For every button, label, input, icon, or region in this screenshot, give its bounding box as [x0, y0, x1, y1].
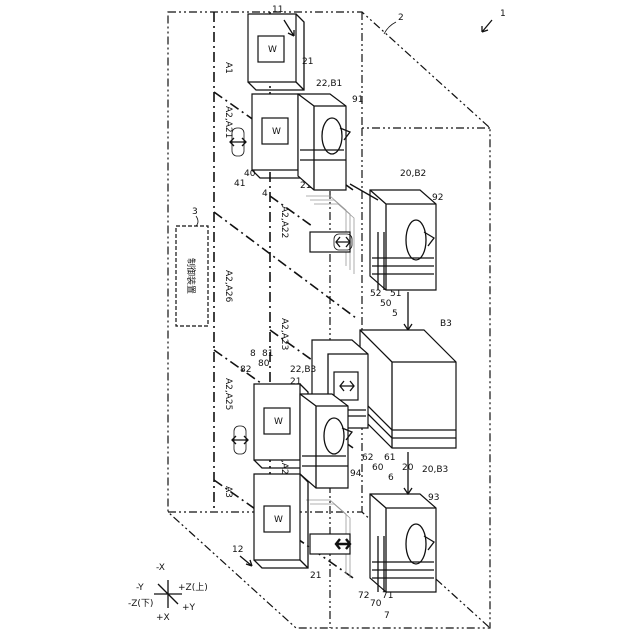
- axis-z-up: +Z(上): [178, 582, 208, 593]
- ref-94: 94: [350, 469, 362, 479]
- figure-number: 1: [500, 9, 506, 19]
- port12-wafer-label: W: [274, 515, 283, 525]
- ref-21-d: 21: [310, 571, 321, 581]
- block-b3-lower-label: 20,B3: [422, 465, 448, 475]
- area-a23-label: A2,A23: [279, 318, 289, 350]
- ref-50: 50: [380, 299, 392, 309]
- ref-81: 81: [262, 349, 273, 359]
- ref-7: 7: [384, 611, 390, 621]
- a21-wafer-label: W: [272, 127, 281, 137]
- ref-91: 91: [352, 95, 363, 105]
- unload-port-12: W 12 21: [232, 474, 321, 581]
- ref-71: 71: [382, 591, 393, 601]
- ref-93: 93: [428, 493, 439, 503]
- controller-box: 制御装置 3: [176, 207, 208, 326]
- ref-60: 60: [372, 463, 384, 473]
- transfer-plate-a25: W: [232, 384, 308, 468]
- ref-21-a: 21: [302, 57, 313, 67]
- controller-leader: [196, 216, 198, 226]
- axis-x-minus: -X: [156, 563, 165, 573]
- ref-4: 4: [262, 189, 268, 199]
- ref-51: 51: [390, 289, 401, 299]
- port11-wafer-label: W: [268, 45, 277, 55]
- block-b1-label: 22,B1: [316, 79, 342, 89]
- block-b2: 20,B2 92: [350, 169, 443, 290]
- a25-wafer-label: W: [274, 417, 283, 427]
- axis-z-down: -Z(下): [128, 599, 153, 609]
- controller-label: 制御装置: [185, 258, 197, 294]
- ref-61: 61: [384, 453, 395, 463]
- system-leader: [384, 22, 396, 34]
- ref-72: 72: [358, 591, 369, 601]
- ref-92: 92: [432, 193, 443, 203]
- transfer-plate-a21: W: [230, 94, 306, 178]
- area-a25-label: A2,A25: [223, 378, 233, 410]
- controller-ref: 3: [192, 207, 198, 217]
- flow-arrow-b3-lower: [404, 452, 412, 494]
- ref-62: 62: [362, 453, 373, 463]
- axis-y-minus: -Y: [136, 583, 144, 593]
- axis-y-plus: +Y: [182, 603, 196, 613]
- axis-legend: -X +X -Y +Y +Z(上) -Z(下): [128, 563, 208, 623]
- port12-arrow-icon: [240, 556, 252, 566]
- block-b3-top-label: B3: [440, 319, 452, 329]
- block-b3-lower: 20,B3 93: [370, 452, 448, 592]
- axis-x-plus: +X: [156, 613, 170, 623]
- ref-82: 82: [240, 365, 251, 375]
- ref-5: 5: [392, 309, 398, 319]
- ref-40: 40: [244, 169, 256, 179]
- area-a22-label: A2,A22: [279, 206, 289, 238]
- ref-80: 80: [258, 359, 270, 369]
- system-ref: 2: [398, 13, 404, 23]
- load-port-11: W 11: [248, 5, 304, 90]
- block-b3-main: B3: [360, 319, 456, 448]
- figure-arrow-icon: [482, 20, 492, 32]
- area-a26-label: A2,A26: [223, 270, 233, 303]
- port11-ref: 11: [272, 5, 283, 15]
- area-a21-label: A2,A21: [223, 106, 233, 138]
- ref-41: 41: [234, 179, 245, 189]
- ref-21-c: 21: [290, 377, 301, 387]
- ref-70: 70: [370, 599, 382, 609]
- block-b3b-label: 22,B3: [290, 365, 316, 375]
- flow-arrow-b2-b3: [404, 292, 412, 330]
- block-b1: 22,B1 91: [298, 79, 363, 190]
- area-a1-label: A1: [223, 62, 233, 74]
- ref-8: 8: [250, 349, 256, 359]
- port12-ref: 12: [232, 545, 243, 555]
- area-a3-label: A3: [223, 486, 233, 498]
- block-b2-label: 20,B2: [400, 169, 426, 179]
- ref-52: 52: [370, 289, 381, 299]
- ref-6: 6: [388, 473, 394, 483]
